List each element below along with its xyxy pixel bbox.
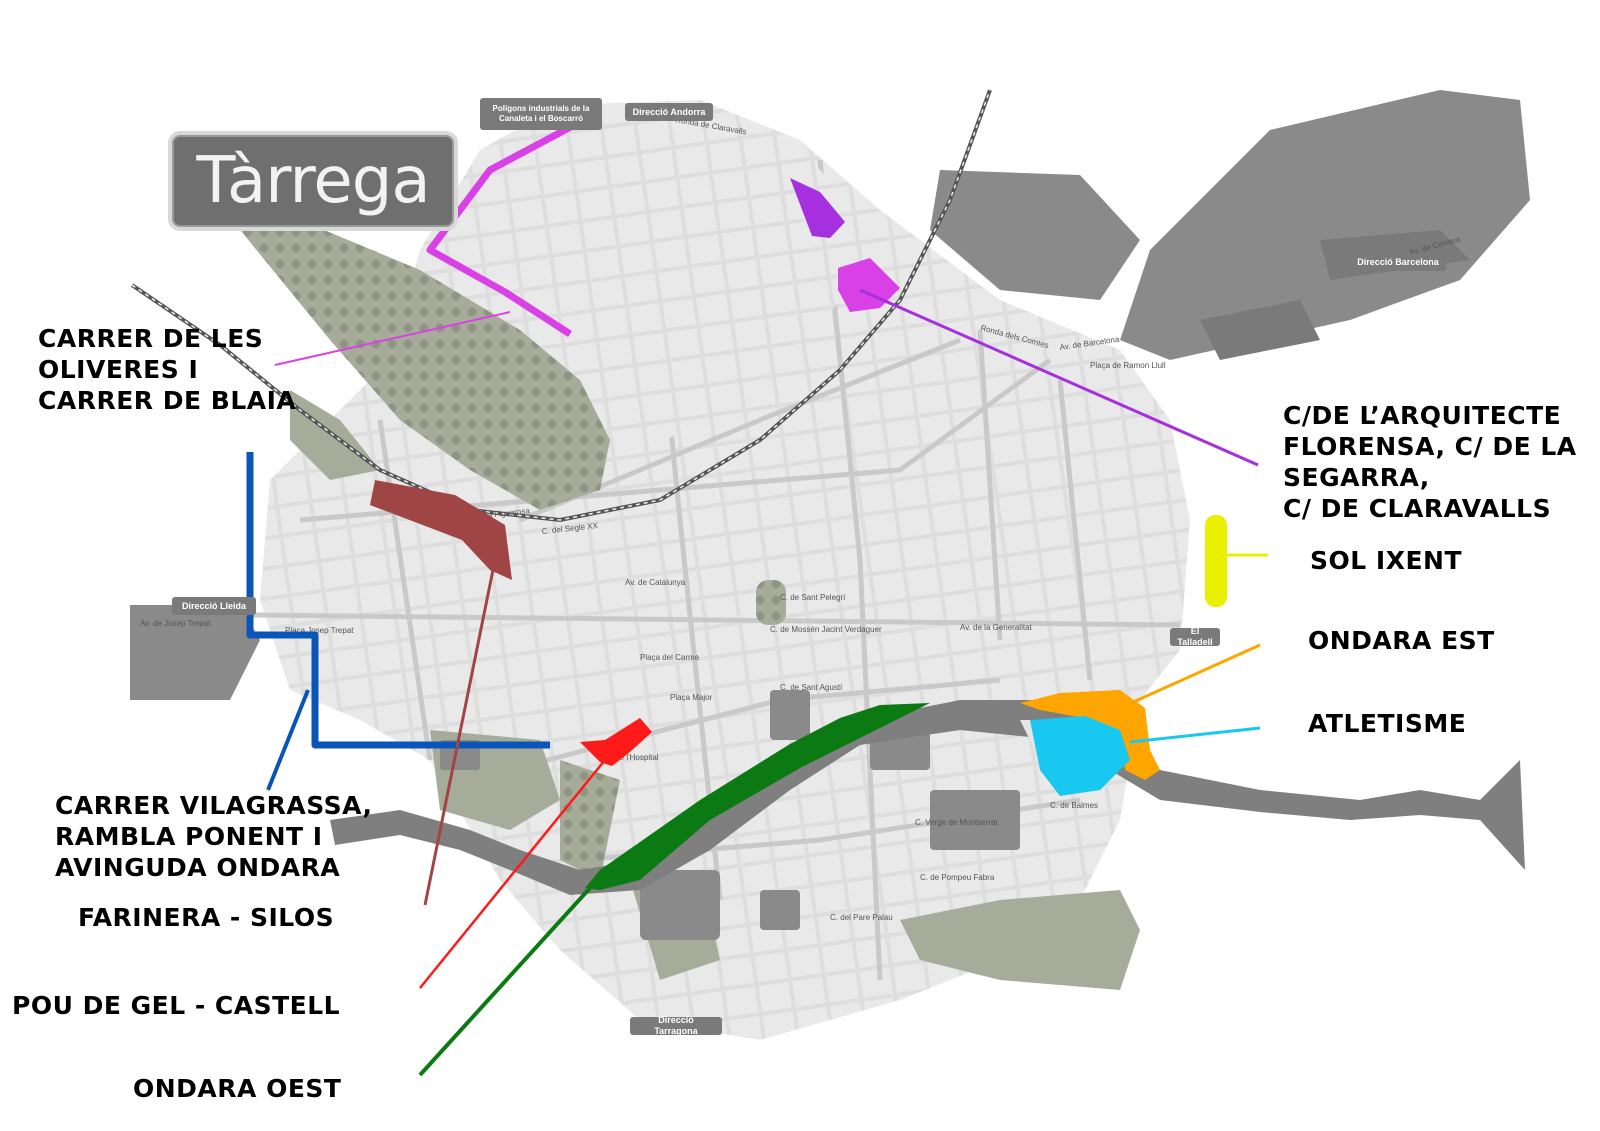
label-oliveres: CARRER DE LES OLIVERES I CARRER DE BLAIA <box>38 324 297 415</box>
street-label: C. de Pompeu Fabra <box>920 873 995 882</box>
street-label: Av. de Josep Trepat <box>140 619 211 628</box>
map-title-box: Tàrrega <box>172 135 454 227</box>
green-park-oliveres <box>232 220 610 510</box>
zone-sol-ixent <box>1205 515 1227 607</box>
sign-andorra: Direcció Andorra <box>625 103 713 121</box>
sign-lleida: Direcció Lleida <box>172 597 256 615</box>
street-label: Av. de la Generalitat <box>960 623 1033 632</box>
zone-oliveres-line <box>426 118 582 337</box>
zone-vilagrassa-line <box>246 452 550 749</box>
zone-pou <box>580 718 652 766</box>
street-label: Av. de Catalunya <box>625 578 686 587</box>
label-ondara-oest: ONDARA OEST <box>133 1074 342 1103</box>
sign-tarragona: Direcció Tarragona <box>630 1015 722 1036</box>
sign-industrial: Polígons industrials de la Canaleta i el… <box>480 98 602 130</box>
street-label: C. Verge de Montserrat <box>915 818 998 827</box>
river-ondara <box>330 700 1525 895</box>
green-area-south2 <box>560 760 620 880</box>
label-florensa: C/DE L’ARQUITECTE FLORENSA, C/ DE LA SEG… <box>1283 401 1577 523</box>
label-atletisme: ATLETISME <box>1308 709 1467 738</box>
street-label: C. de Sant Agustí <box>780 683 843 692</box>
street-label: Plaça del Carme <box>640 653 700 662</box>
street-label: C. de Sant Pelegrí <box>780 593 846 602</box>
street-label: C. de Mossèn Jacint Verdaguer <box>770 625 882 634</box>
industrial-ne <box>930 90 1530 360</box>
label-ondara-est: ONDARA EST <box>1308 626 1495 655</box>
label-pou: POU DE GEL - CASTELL <box>12 991 341 1020</box>
street-label: C. de l'Hospital <box>605 753 659 762</box>
industrial-west <box>130 605 260 700</box>
label-vilagrassa: CARRER VILAGRASSA, RAMBLA PONENT I AVING… <box>55 791 373 882</box>
green-square <box>756 580 786 625</box>
leader-lines <box>266 288 1268 1077</box>
street-label: Plaça Josep Trepat <box>285 626 354 635</box>
zone-atletisme <box>1030 716 1130 796</box>
street-label: Plaça de Ramon Llull <box>1090 361 1166 370</box>
label-sol-ixent: SOL IXENT <box>1310 546 1463 575</box>
map-title: Tàrrega <box>196 144 430 218</box>
label-farinera: FARINERA - SILOS <box>78 903 335 932</box>
zone-ondara-oest <box>585 703 930 890</box>
zone-farinera <box>370 480 512 580</box>
sign-barcelona: Direcció Barcelona <box>1350 253 1446 271</box>
zone-florensa-south <box>838 258 900 312</box>
green-area-se <box>900 890 1140 990</box>
sign-talladell: El Talladell <box>1170 626 1220 647</box>
street-label: Plaça Major <box>670 693 713 702</box>
street-label: C. del Pare Palau <box>830 913 893 922</box>
street-label: C. de Balmes <box>1050 801 1098 810</box>
railway <box>130 89 992 523</box>
zone-florensa-north <box>790 178 845 238</box>
